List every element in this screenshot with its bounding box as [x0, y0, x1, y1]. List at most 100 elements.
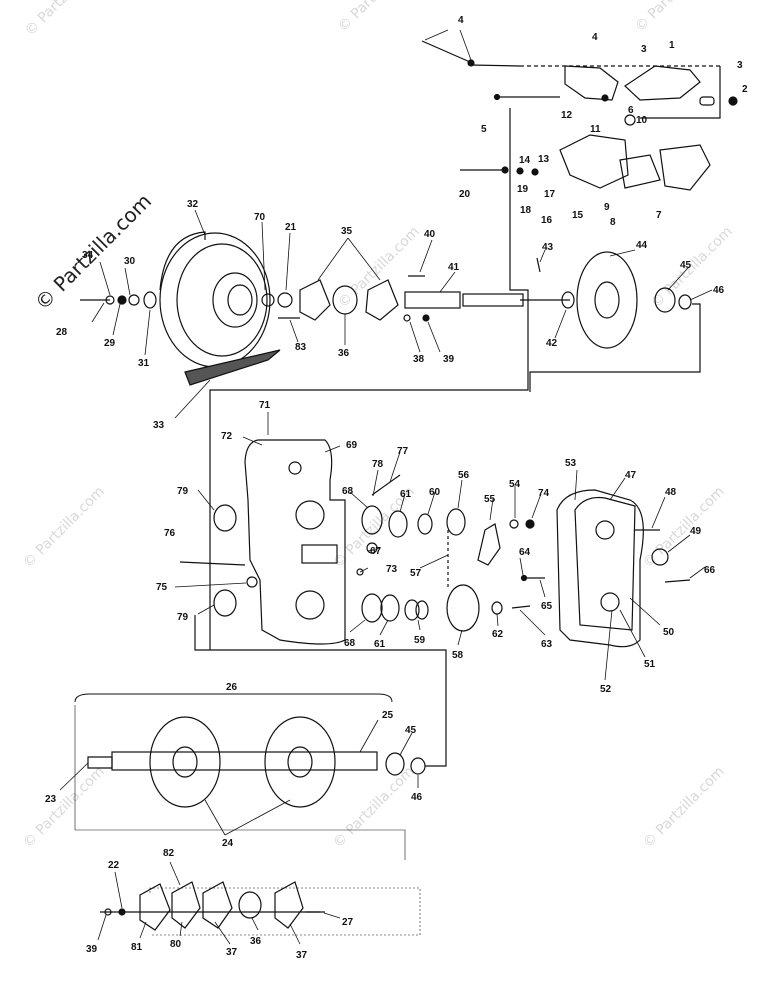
callout: 5 [481, 124, 487, 135]
callout: 70 [254, 212, 266, 223]
callout: 77 [397, 446, 409, 457]
callout: 25 [382, 710, 394, 721]
callout: 46 [411, 792, 423, 803]
callout: 34 [82, 250, 94, 261]
callout: 27 [342, 917, 354, 928]
callout: 28 [56, 327, 68, 338]
track-drive-shaft [74, 615, 447, 860]
callout: 74 [538, 488, 550, 499]
callout: 30 [124, 256, 136, 267]
callout: 45 [405, 725, 417, 736]
callout: 1 [669, 40, 675, 51]
callout: 33 [153, 420, 165, 431]
callout: 8 [610, 217, 616, 228]
callout: 76 [164, 528, 176, 539]
callout: 64 [519, 547, 531, 558]
callout: 73 [386, 564, 398, 575]
callout: 61 [400, 489, 412, 500]
callout: 54 [509, 479, 521, 490]
callout: 10 [636, 115, 648, 126]
callout: 22 [108, 860, 120, 871]
callout: 24 [222, 838, 234, 849]
callout: 57 [410, 568, 422, 579]
callout: 51 [644, 659, 656, 670]
callout: 36 [338, 348, 350, 359]
callout: 13 [538, 154, 550, 165]
callout: 68 [344, 638, 356, 649]
callout: 36 [250, 936, 262, 947]
callout: 39 [443, 354, 455, 365]
callout: 78 [372, 459, 384, 470]
callout: 15 [572, 210, 584, 221]
callout: 31 [138, 358, 150, 369]
callout: 14 [519, 155, 531, 166]
chaincase-cover [556, 489, 691, 648]
callout: 83 [295, 342, 307, 353]
callout: 69 [346, 440, 358, 451]
callout: 38 [413, 354, 425, 365]
callout: 3 [641, 44, 647, 55]
callout: 55 [484, 494, 496, 505]
callout: 4 [458, 15, 464, 26]
shaft-hardware-left [80, 257, 570, 322]
callout: 23 [45, 794, 57, 805]
callout: 42 [546, 338, 558, 349]
callout: 60 [429, 487, 441, 498]
callout: 4 [592, 32, 598, 43]
callout: 37 [226, 947, 238, 958]
callout: 66 [704, 565, 716, 576]
callout: 35 [341, 226, 353, 237]
callout: 26 [226, 682, 238, 693]
bearing-flange-group [100, 881, 421, 936]
brake-lever-assembly [209, 40, 738, 650]
callout: 49 [690, 526, 702, 537]
callout: 29 [104, 338, 116, 349]
callout: 20 [459, 189, 471, 200]
leader-lines [59, 29, 713, 945]
callout: 82 [163, 848, 175, 859]
callout: 16 [541, 215, 553, 226]
callout: 80 [170, 939, 182, 950]
callout: 11 [590, 124, 601, 135]
chaincase-internals [361, 474, 545, 632]
callout: 40 [424, 229, 436, 240]
callout: 46 [713, 285, 725, 296]
callout: 7 [656, 210, 662, 221]
callout-labels: 1 2 3 3 4 4 5 6 7 8 9 10 11 12 13 14 15 … [45, 15, 748, 961]
callout: 68 [342, 486, 354, 497]
callout: 32 [187, 199, 199, 210]
callout: 43 [542, 242, 554, 253]
callout: 79 [177, 612, 189, 623]
callout: 50 [663, 627, 675, 638]
callout: 75 [156, 582, 168, 593]
callout: 19 [517, 184, 529, 195]
callout: 41 [448, 262, 460, 273]
callout: 47 [625, 470, 637, 481]
callout: 67 [370, 546, 382, 557]
callout: 45 [680, 260, 692, 271]
callout: 62 [492, 629, 504, 640]
callout: 2 [742, 84, 748, 95]
callout: 72 [221, 431, 233, 442]
chaincase-housing [179, 439, 364, 645]
callout: 71 [259, 400, 271, 411]
callout: 53 [565, 458, 577, 469]
callout: 39 [86, 944, 98, 955]
callout: 65 [541, 601, 553, 612]
callout: 12 [561, 110, 573, 121]
callout: 9 [604, 202, 610, 213]
callout: 58 [452, 650, 464, 661]
callout: 56 [458, 470, 470, 481]
callout: 37 [296, 950, 308, 961]
callout: 44 [636, 240, 648, 251]
callout: 61 [374, 639, 386, 650]
callout: 81 [131, 942, 143, 953]
callout: 79 [177, 486, 189, 497]
callout: 59 [414, 635, 426, 646]
callout: 48 [665, 487, 677, 498]
callout: 63 [541, 639, 553, 650]
driven-pulley [159, 231, 281, 386]
callout: 3 [737, 60, 743, 71]
